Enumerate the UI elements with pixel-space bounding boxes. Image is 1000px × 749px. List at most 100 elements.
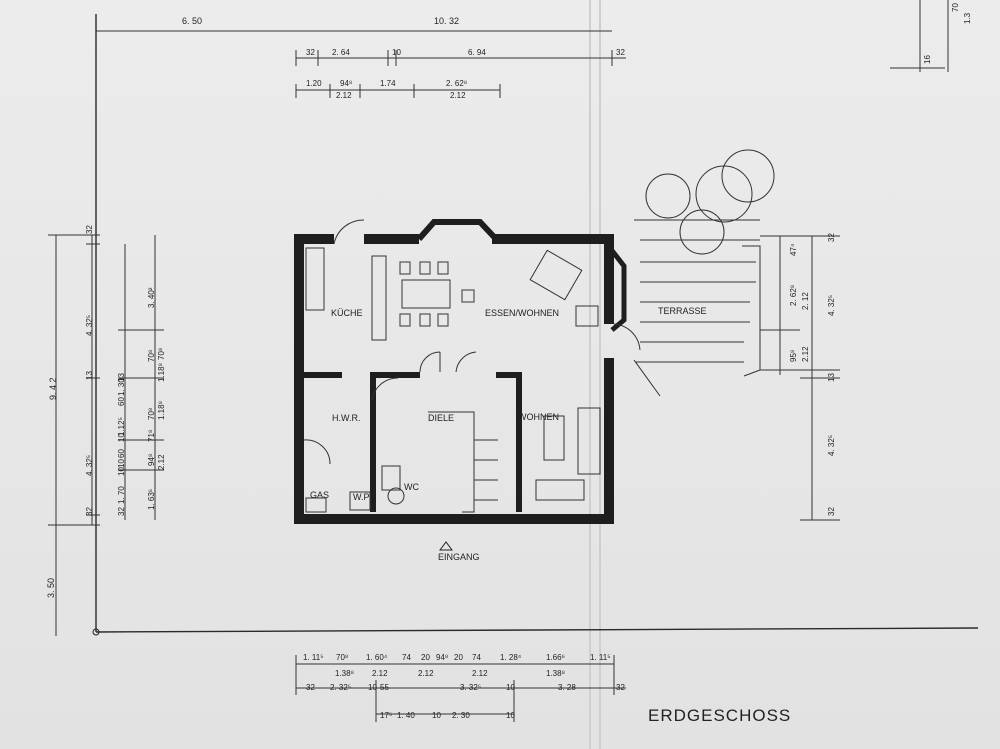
dim-left-c1-a: 4. 32⁵ xyxy=(85,315,94,336)
room-label-hwr: H.W.R. xyxy=(332,413,361,423)
dim-top-r2-1: 32 xyxy=(306,48,315,57)
dim-left-c2-c: 70⁸ xyxy=(147,350,156,362)
bottom-dim-label: 3. 32⁵ xyxy=(460,683,481,692)
dim-left-c2-h: 60 xyxy=(117,449,126,458)
dim-left-c1-e: 13 xyxy=(85,371,94,380)
bottom-dim-label: 10 xyxy=(368,683,377,692)
dim-top-r3-3: 1.74 xyxy=(380,79,396,88)
bottom-dim-label: 1.66⁶ xyxy=(546,653,565,662)
dim-right-b: 4. 32⁵ xyxy=(827,295,836,316)
room-label-wp: W.P xyxy=(353,492,370,502)
dim-top-r2-4: 6. 94 xyxy=(468,48,486,57)
dim-left-c1-c: 32 xyxy=(85,225,94,234)
room-label-kueche: KÜCHE xyxy=(331,308,363,318)
bottom-dim-label: 20 xyxy=(421,653,430,662)
bottom-dim-label: 1. 40 xyxy=(397,711,415,720)
bottom-dim-label: 55 xyxy=(380,683,389,692)
bottom-dim-label: 74 xyxy=(472,653,481,662)
bottom-dim-label: 2.12 xyxy=(472,669,488,678)
bottom-dim-label: 1. 11⁵ xyxy=(590,653,611,662)
bottom-dim-label: 70⁸ xyxy=(336,653,348,662)
bottom-dim-label: 2. 32⁵ xyxy=(330,683,351,692)
dim-left-c3-c: 70⁸ xyxy=(147,408,156,420)
dim-right-d: 4. 32⁵ xyxy=(827,435,836,456)
dim-left-c3-b: 1.18⁸ xyxy=(157,363,166,382)
dim-left-c2-e: 60 xyxy=(117,397,126,406)
dim-right-e: 32 xyxy=(827,507,836,516)
dim-right-f: 47⁴ xyxy=(789,243,798,256)
dim-left-c2-j: 94⁸ xyxy=(147,454,156,466)
dim-right-c: 13 xyxy=(827,373,836,382)
bottom-dim-label: 74 xyxy=(402,653,411,662)
bottom-dim-label: 1.38⁸ xyxy=(335,669,354,678)
room-label-wc: WC xyxy=(404,482,419,492)
bottom-dim-label: 10 xyxy=(506,711,515,720)
bottom-dim-label: 3. 28 xyxy=(558,683,576,692)
dim-top-r2-5: 32 xyxy=(616,48,625,57)
dim-left-c2-a: 3. 40² xyxy=(147,287,156,308)
bottom-dim-label: 10 xyxy=(432,711,441,720)
bottom-dimension-chains xyxy=(295,655,626,722)
dim-top-b: 10. 32 xyxy=(434,16,459,26)
bottom-dim-label: 1. 28⁴ xyxy=(500,653,522,662)
dim-left-c1-d: 32 xyxy=(85,507,94,516)
bottom-dim-label: 1.38⁸ xyxy=(546,669,565,678)
dim-right-h: 2. 12 xyxy=(801,292,810,310)
bottom-dim-row-4: 17⁵ 1. 40 10 2. 30 10 xyxy=(380,711,515,720)
dim-left-c2-d: 13 xyxy=(117,373,126,382)
bottom-dim-label: 10 xyxy=(506,683,515,692)
sheet-title: ERDGESCHOSS xyxy=(648,706,791,725)
entrance-arrow xyxy=(439,541,453,551)
bottom-dim-label: 1. 60⁴ xyxy=(366,653,388,662)
dim-left-c2-g: 10 xyxy=(117,433,126,442)
bottom-dim-label: 32 xyxy=(306,683,315,692)
dim-right-g: 2. 62⁸ xyxy=(789,285,798,306)
room-label-wohnen: WOHNEN xyxy=(518,412,559,422)
room-label-gas: GAS xyxy=(310,490,329,500)
dim-left-c3-f: 2.12 xyxy=(157,454,166,470)
dim-top-r4-1: 2.12 xyxy=(336,91,352,100)
dim-left-c3-g: 1. 63⁶ xyxy=(147,489,156,510)
dim-left-c2-i: 10 xyxy=(117,459,126,468)
right-dimension-chains xyxy=(760,235,840,521)
dim-left-c2-m: 32 xyxy=(117,507,126,516)
bottom-dim-label: 17⁵ xyxy=(380,711,392,720)
property-boundary xyxy=(92,14,979,636)
dim-left-c3-d: 1.18⁸ xyxy=(157,401,166,420)
dim-top-r2-2: 2. 64 xyxy=(332,48,350,57)
bottom-dim-label: 20 xyxy=(454,653,463,662)
bottom-dim-label: 2.12 xyxy=(418,669,434,678)
dim-left-total: 9. 4 2 xyxy=(48,377,58,400)
dim-top-tr-1: 16 xyxy=(923,55,932,64)
dim-top-tr-3: 1.3 xyxy=(963,12,972,24)
dim-left-c2-b: 1. 30 xyxy=(117,378,126,396)
dim-top-tr-2: 70 xyxy=(951,3,960,12)
door-swings xyxy=(303,219,641,465)
bottom-dim-label: 2. 30 xyxy=(452,711,470,720)
dim-right-a: 32 xyxy=(827,233,836,242)
dim-right-j: 2.12 xyxy=(801,346,810,362)
room-label-diele: DIELE xyxy=(428,413,454,423)
dim-left-c2-k: 10 xyxy=(117,467,126,476)
bottom-dim-row-1: 1. 11⁵ 70⁸ 1. 60⁴ 74 20 94⁸ 20 74 1. 28⁴ 1.66⁶ 1. … xyxy=(303,653,611,662)
dim-top-r3-4: 2. 62⁸ xyxy=(446,79,467,88)
dim-left-c2-l: 1. 70 xyxy=(117,486,126,504)
tree-symbols xyxy=(645,149,775,255)
entrance-label: EINGANG xyxy=(438,552,480,562)
dim-top-r3-2: 94⁸ xyxy=(340,79,352,88)
bottom-dim-label: 94⁸ xyxy=(436,653,448,662)
dim-left-c3-e: 71⁸ xyxy=(147,430,156,442)
room-label-terrasse: TERRASSE xyxy=(658,306,707,316)
bottom-dim-label: 1. 11⁵ xyxy=(303,653,324,662)
bottom-dim-label: 32 xyxy=(616,683,625,692)
interior-fixtures xyxy=(305,247,601,513)
dim-top-r3-1: 1.20 xyxy=(306,79,322,88)
terrace xyxy=(633,219,761,397)
top-dimension-chains xyxy=(96,0,949,98)
dim-right-i: 95⁸ xyxy=(789,350,798,362)
dim-left-c2-f: 1.12⁵ xyxy=(117,417,126,436)
